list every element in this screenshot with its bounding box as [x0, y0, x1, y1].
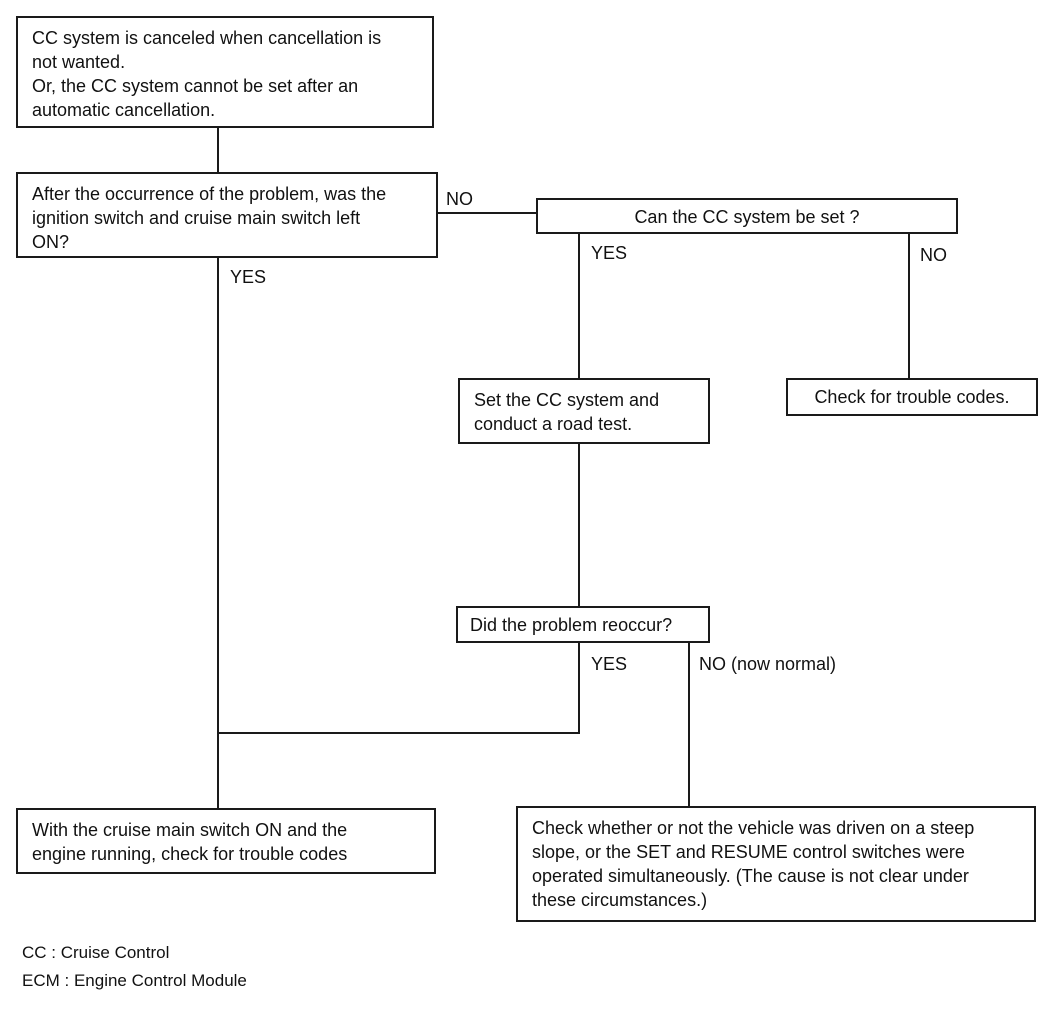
label-no-now-normal: NO (now normal) [699, 654, 837, 674]
connector-q1-yes-down [217, 256, 219, 810]
box-check-codes-engine-running: With the cruise main switch ON and the e… [16, 808, 436, 874]
label-no-q1: NO [446, 189, 473, 209]
connector-q3-yes-join [217, 732, 580, 734]
connector-q1-no-right [436, 212, 536, 214]
box-check-trouble-codes: Check for trouble codes. [786, 378, 1038, 416]
box-start-condition: CC system is canceled when cancellation … [16, 16, 434, 128]
label-no-q2: NO [920, 245, 947, 265]
legend-cc: CC : Cruise Control [22, 943, 170, 962]
label-yes-q3: YES [591, 654, 628, 674]
label-yes-q1: YES [230, 267, 267, 287]
box-check-slope-or-switches: Check whether or not the vehicle was dri… [516, 806, 1036, 922]
box-question-reoccur: Did the problem reoccur? [456, 606, 710, 643]
legend-ecm: ECM : Engine Control Module [22, 971, 247, 990]
box-question-ignition-left-on: After the occurrence of the problem, was… [16, 172, 438, 258]
box-set-and-road-test: Set the CC system and conduct a road tes… [458, 378, 710, 444]
connector-q2-no-down [908, 232, 910, 380]
connector-start-to-q1 [217, 126, 219, 174]
connector-q3-no-down [688, 641, 690, 807]
connector-road-test-down [578, 442, 580, 608]
connector-q3-yes-down [578, 641, 580, 733]
connector-q2-yes-down [578, 232, 580, 380]
box-question-can-set: Can the CC system be set ? [536, 198, 958, 234]
label-yes-q2: YES [591, 243, 628, 263]
